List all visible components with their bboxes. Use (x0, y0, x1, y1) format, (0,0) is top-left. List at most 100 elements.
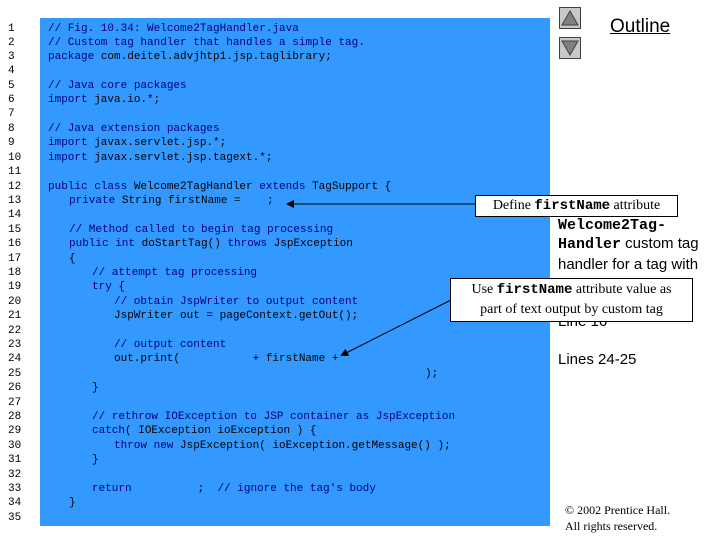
line-number: 18 (8, 267, 22, 279)
code-line-25: ); (425, 368, 439, 380)
keyword: throws (227, 238, 268, 250)
line-number: 34 (8, 497, 22, 509)
line-number: 26 (8, 382, 22, 394)
code-line-34: } (69, 497, 76, 509)
keyword: extends (259, 181, 306, 193)
outline-link[interactable]: Outline (610, 16, 671, 37)
copyright-line-1: © 2002 Prentice Hall. (565, 503, 671, 517)
keyword: public class (48, 181, 128, 193)
code-line-6: import java.io.*; (48, 93, 160, 107)
line-number: 25 (8, 368, 22, 380)
code-line-26: } (92, 382, 99, 394)
keyword: import (48, 137, 88, 149)
code-line-9: import javax.servlet.jsp.*; (48, 136, 226, 150)
code-text: java.io.*; (87, 94, 161, 106)
line-number: 22 (8, 325, 22, 337)
line-number: 6 (8, 94, 15, 106)
use-arrow (340, 299, 452, 356)
figure-description-line-1: Welcome2Tag- (558, 215, 666, 235)
callout-text: attribute (610, 198, 661, 213)
code-text: ; (131, 483, 218, 495)
code-line-10: import javax.servlet.jsp.tagext.*; (48, 151, 272, 165)
line-number: 16 (8, 238, 22, 250)
line-number: 13 (8, 195, 22, 207)
callout-code: firstName (496, 282, 573, 298)
line-number: 1 (8, 23, 15, 35)
keyword: import (48, 152, 88, 164)
line-number: 2 (8, 37, 15, 49)
code-text: String firstName = ; (115, 195, 274, 207)
code-text: JspException( ioException.getMessage() )… (173, 440, 451, 452)
keyword: private (69, 195, 116, 207)
line-number: 33 (8, 483, 22, 495)
code-line-2: // Custom tag handler that handles a sim… (48, 37, 365, 49)
figure-description-line-3: handler for a tag with (558, 256, 699, 273)
code-line-3: package com.deitel.advjhtp1.jsp.taglibra… (48, 50, 332, 64)
code-text: Welcome2TagHandler (127, 181, 260, 193)
code-line-18: // attempt tag processing (92, 267, 258, 279)
line-number: 3 (8, 51, 15, 63)
code-line-29: catch( IOException ioException ) { (92, 424, 316, 438)
code-text: ( IOException ioException ) { (125, 425, 317, 437)
code-line-8: // Java extension packages (48, 123, 220, 135)
code-line-1: // Fig. 10.34: Welcome2TagHandler.java (48, 23, 299, 35)
line-number: 30 (8, 440, 22, 452)
keyword: import (48, 94, 88, 106)
code-text: JspException (267, 238, 353, 250)
code-line-28: // rethrow IOException to JSP container … (92, 411, 456, 423)
line-number: 19 (8, 281, 22, 293)
keyword: throw new (114, 440, 174, 452)
line-number: 32 (8, 469, 22, 481)
class-name: Welcome2Tag- (558, 217, 667, 234)
code-line-23: // output content (114, 339, 227, 351)
line-number: 24 (8, 353, 22, 365)
keyword: public int (69, 238, 136, 250)
keyword: try (92, 281, 112, 293)
code-text: javax.servlet.jsp.tagext.*; (87, 152, 273, 164)
code-line-33: return ; // ignore the tag's body (92, 482, 376, 496)
line-number: 21 (8, 310, 22, 322)
callout-line-2: part of text output by custom tag (480, 302, 663, 317)
define-attribute-callout: Define firstName attribute (475, 195, 678, 217)
line-number: 27 (8, 397, 22, 409)
line-number: 4 (8, 65, 15, 77)
code-line-17: { (69, 253, 76, 265)
line-number: 12 (8, 181, 22, 193)
code-text: com.deitel.advjhtp1.jsp.taglibrary; (94, 51, 332, 63)
code-line-21: JspWriter out = pageContext.getOut(); (114, 310, 359, 322)
line-number: 23 (8, 339, 22, 351)
line-number: 11 (8, 166, 22, 178)
code-text: doStartTag() (135, 238, 228, 250)
keyword: catch (92, 425, 126, 437)
line-number: 17 (8, 253, 22, 265)
up-triangle-icon (560, 8, 580, 28)
code-line-24: out.print( + firstName + (114, 353, 339, 365)
code-line-19: try { (92, 280, 125, 294)
callout-line-1: Use firstName attribute value as (451, 280, 692, 300)
line-number: 8 (8, 123, 15, 135)
code-line-31: } (92, 454, 99, 466)
line-number: 15 (8, 224, 22, 236)
code-panel (40, 18, 550, 526)
line-number: 14 (8, 209, 22, 221)
code-line-30: throw new JspException( ioException.getM… (114, 439, 451, 453)
code-text: { (111, 281, 126, 293)
line-number: 28 (8, 411, 22, 423)
line-number: 31 (8, 454, 22, 466)
down-triangle-icon (560, 38, 580, 58)
code-line-16: public int doStartTag() throws JspExcept… (69, 237, 353, 251)
keyword: return (92, 483, 132, 495)
code-line-15: // Method called to begin tag processing (69, 224, 334, 236)
description-text: custom tag (621, 235, 699, 252)
code-comment: // ignore the tag's body (217, 483, 376, 495)
line-number: 20 (8, 296, 22, 308)
next-slide-button[interactable] (559, 37, 581, 59)
copyright-line-2: All rights reserved. (565, 519, 658, 533)
callout-text: Use (471, 282, 497, 297)
line-reference-24-25: Lines 24-25 (558, 351, 637, 368)
line-number: 5 (8, 80, 15, 92)
previous-slide-button[interactable] (559, 7, 581, 29)
line-number: 10 (8, 152, 22, 164)
callout-text: Define (492, 198, 535, 213)
code-line-20: // obtain JspWriter to output content (114, 296, 359, 308)
